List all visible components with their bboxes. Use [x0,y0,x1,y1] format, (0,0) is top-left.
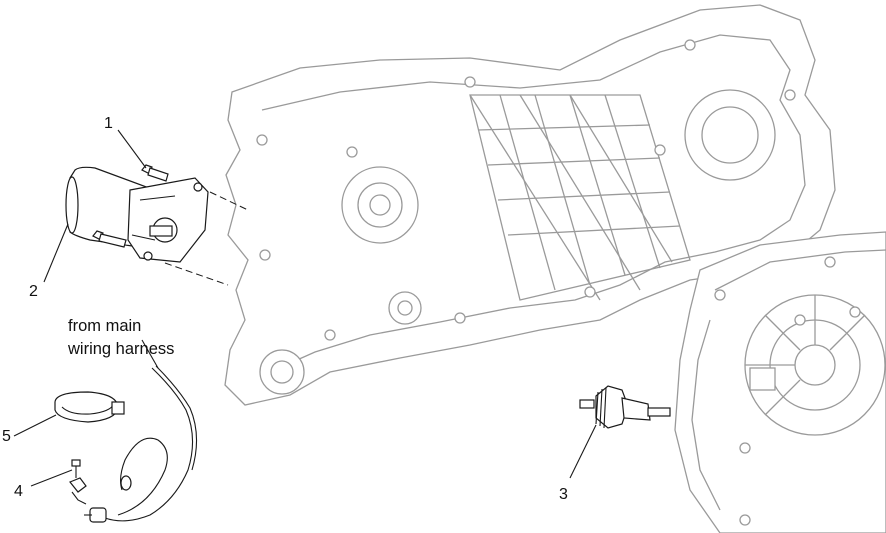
hose-clamp [54,391,125,423]
alignment-line-lower [164,262,229,286]
callout-2: 2 [29,283,38,300]
crankcase [224,4,836,406]
alignment-line-upper [209,191,249,211]
callout-5: 5 [2,428,11,445]
mounting-bolt-upper [141,164,169,182]
wiring-note-line-2: wiring harness [68,340,175,358]
callout-3: 3 [559,486,568,503]
mounting-bolt-lower [92,230,127,248]
starter-motor [65,166,209,263]
clutch-cover [674,231,886,533]
leader-lines [13,129,597,487]
starter-pinion-gear [579,385,671,429]
callout-4: 4 [14,483,23,500]
wiring-note-line-1: from main [68,317,142,335]
callout-1: 1 [104,115,113,132]
wiring-harness [84,365,198,523]
terminal-screw [69,459,87,505]
